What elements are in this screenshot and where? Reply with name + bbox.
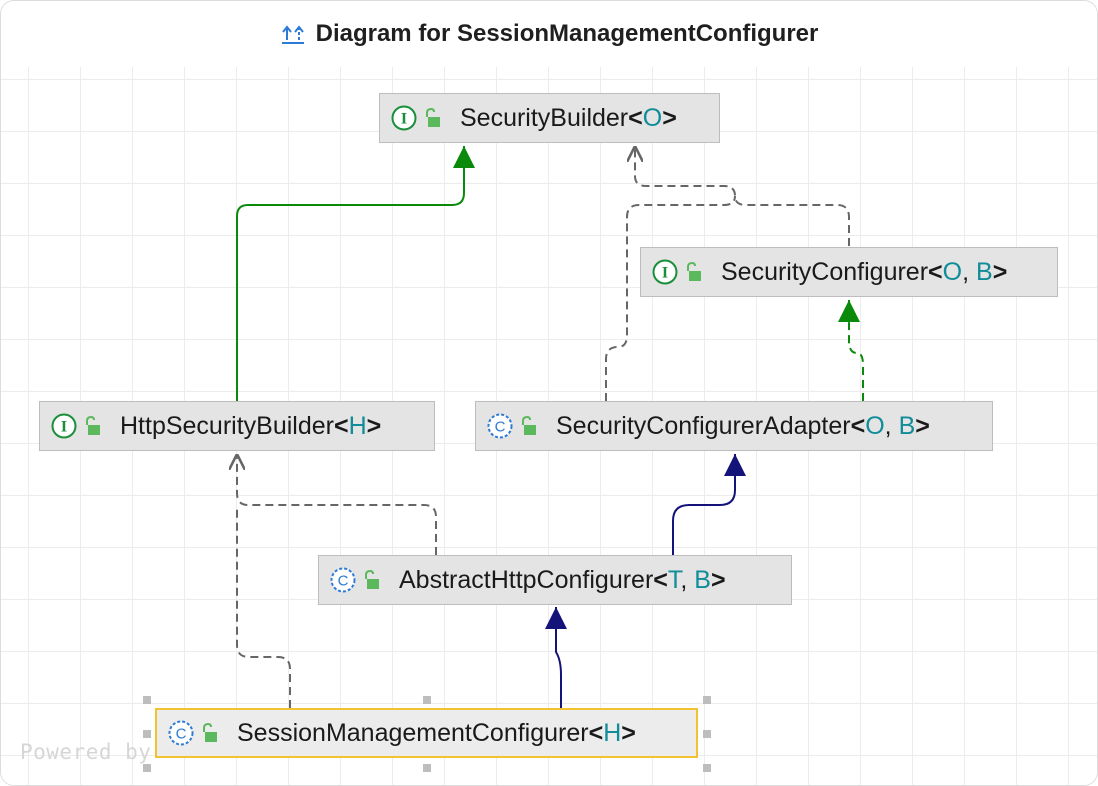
resize-handle-top-center[interactable] bbox=[423, 696, 431, 704]
resize-handle-top-right[interactable] bbox=[703, 696, 711, 704]
resize-handle-middle-left[interactable] bbox=[143, 730, 151, 738]
edge-security-configurer-adapter-to-security-configurer bbox=[838, 300, 864, 401]
edge-session-management-configurer-to-abstract-http-configurer bbox=[545, 607, 567, 708]
class-icon: C bbox=[168, 720, 194, 746]
class-icon: C bbox=[330, 567, 356, 593]
resize-handle-bottom-right[interactable] bbox=[703, 764, 711, 772]
node-http-security-builder[interactable]: I HttpSecurityBuilder<H> bbox=[39, 401, 435, 451]
node-session-management-configurer[interactable]: C SessionManagementConfigurer<H> bbox=[155, 708, 698, 758]
svg-text:I: I bbox=[401, 111, 407, 128]
svg-text:C: C bbox=[495, 419, 506, 436]
node-security-builder[interactable]: I SecurityBuilder<O> bbox=[379, 93, 720, 143]
interface-icon: I bbox=[652, 259, 678, 285]
open-lock-icon bbox=[522, 416, 536, 435]
edge-http-security-builder-to-security-builder bbox=[236, 146, 475, 401]
edge-abstract-http-configurer-to-security-configurer-adapter bbox=[672, 454, 746, 555]
edge-security-configurer-adapter-to-security-builder bbox=[605, 195, 736, 401]
open-lock-icon bbox=[426, 108, 440, 127]
hierarchy-arrows-icon bbox=[281, 25, 304, 44]
open-lock-icon bbox=[687, 262, 701, 281]
node-label: SecurityBuilder<O> bbox=[460, 103, 677, 132]
svg-text:C: C bbox=[338, 573, 349, 590]
powered-by-watermark: Powered by bbox=[20, 740, 152, 764]
class-icon: C bbox=[487, 413, 513, 439]
open-lock-icon bbox=[365, 570, 379, 589]
interface-icon: I bbox=[51, 413, 77, 439]
resize-handle-middle-right[interactable] bbox=[703, 730, 711, 738]
open-lock-icon bbox=[86, 416, 100, 435]
node-abstract-http-configurer[interactable]: C AbstractHttpConfigurer<T, B> bbox=[318, 555, 792, 605]
svg-text:I: I bbox=[61, 419, 67, 436]
edge-abstract-http-configurer-to-http-security-builder bbox=[237, 454, 437, 555]
resize-handle-bottom-center[interactable] bbox=[423, 764, 431, 772]
node-label: SessionManagementConfigurer<H> bbox=[237, 718, 636, 747]
svg-text:C: C bbox=[176, 726, 187, 743]
edge-security-configurer-to-security-builder bbox=[635, 146, 850, 246]
node-label: HttpSecurityBuilder<H> bbox=[120, 411, 382, 440]
node-security-configurer[interactable]: I SecurityConfigurer<O, B> bbox=[640, 247, 1058, 297]
node-label: AbstractHttpConfigurer<T, B> bbox=[399, 565, 726, 594]
interface-icon: I bbox=[391, 105, 417, 131]
svg-text:I: I bbox=[662, 265, 668, 282]
node-security-configurer-adapter[interactable]: C SecurityConfigurerAdapter<O, B> bbox=[475, 401, 993, 451]
title-bar: Diagram for SessionManagementConfigurer bbox=[1, 1, 1097, 68]
resize-handle-bottom-left[interactable] bbox=[143, 764, 151, 772]
resize-handle-top-left[interactable] bbox=[143, 696, 151, 704]
diagram-title: Diagram for SessionManagementConfigurer bbox=[315, 20, 819, 47]
edge-session-management-configurer-to-http-security-builder bbox=[236, 505, 291, 708]
node-label: SecurityConfigurerAdapter<O, B> bbox=[556, 411, 930, 440]
open-lock-icon bbox=[203, 723, 217, 742]
node-label: SecurityConfigurer<O, B> bbox=[721, 257, 1008, 286]
